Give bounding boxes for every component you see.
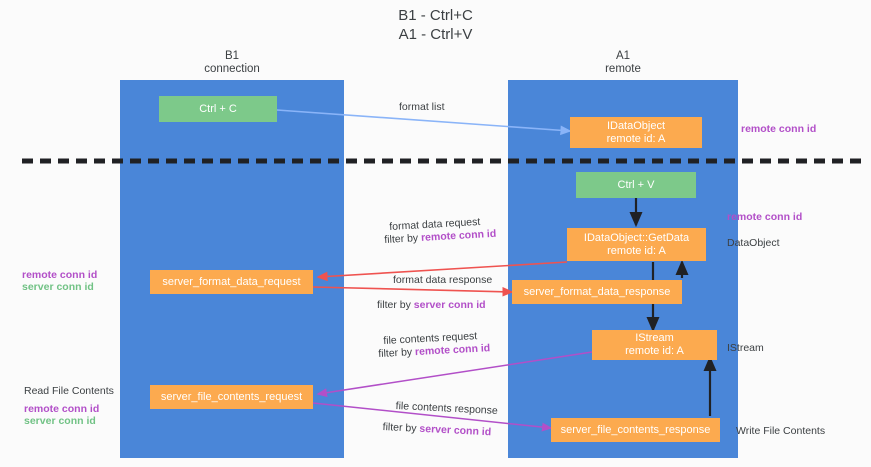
side-label-read-file-contents: Read File Contents [24,385,114,397]
side-label-left-remote-conn-id-mid: remote conn id [22,269,98,281]
filter-prefix: filter by [384,231,422,246]
filter-value-remote-conn-id: remote conn id [414,342,491,359]
arrow-label-format-data-response-filter: filter by server conn id [377,299,486,312]
box-istream[interactable]: IStream remote id: A [592,330,717,360]
filter-value-server-conn-id: server conn id [419,422,492,439]
box-server-format-data-request[interactable]: server_format_data_request [150,270,313,294]
filter-prefix: filter by [377,299,414,311]
filter-prefix: filter by [382,421,420,435]
box-server-file-contents-response[interactable]: server_file_contents_response [551,418,720,442]
box-idataobject[interactable]: IDataObject remote id: A [570,117,702,148]
column-header-b1: B1 connection [204,50,260,75]
side-label-left-remote-conn-id-bot: remote conn id [24,403,100,415]
box-server-file-contents-request[interactable]: server_file_contents_request [150,385,313,409]
side-label-dataobject: DataObject [727,237,780,249]
filter-prefix: filter by [378,346,416,360]
box-idataobject-getdata[interactable]: IDataObject::GetData remote id: A [567,228,706,261]
box-server-format-data-response[interactable]: server_format_data_response [512,280,682,304]
box-ctrl-c[interactable]: Ctrl + C [159,96,277,122]
arrow-label-file-contents-response-filter: filter by server conn id [382,421,491,439]
side-label-remote-conn-id-mid: remote conn id [727,211,803,223]
box-ctrl-v[interactable]: Ctrl + V [576,172,696,198]
side-label-istream: IStream [727,342,764,354]
arrow-label-format-list: format list [399,101,445,113]
side-label-left-server-conn-id-bot: server conn id [24,415,96,427]
page-title: B1 - Ctrl+C A1 - Ctrl+V [398,7,473,43]
side-label-remote-conn-id-top: remote conn id [741,123,817,135]
filter-value-server-conn-id: server conn id [413,299,486,311]
side-label-write-file-contents: Write File Contents [736,425,826,437]
arrow-label-file-contents-response: file contents response [395,400,499,417]
column-header-a1: A1 remote [605,50,641,75]
side-label-left-server-conn-id-mid: server conn id [22,281,94,293]
arrow-label-format-data-response: format data response [393,274,493,286]
